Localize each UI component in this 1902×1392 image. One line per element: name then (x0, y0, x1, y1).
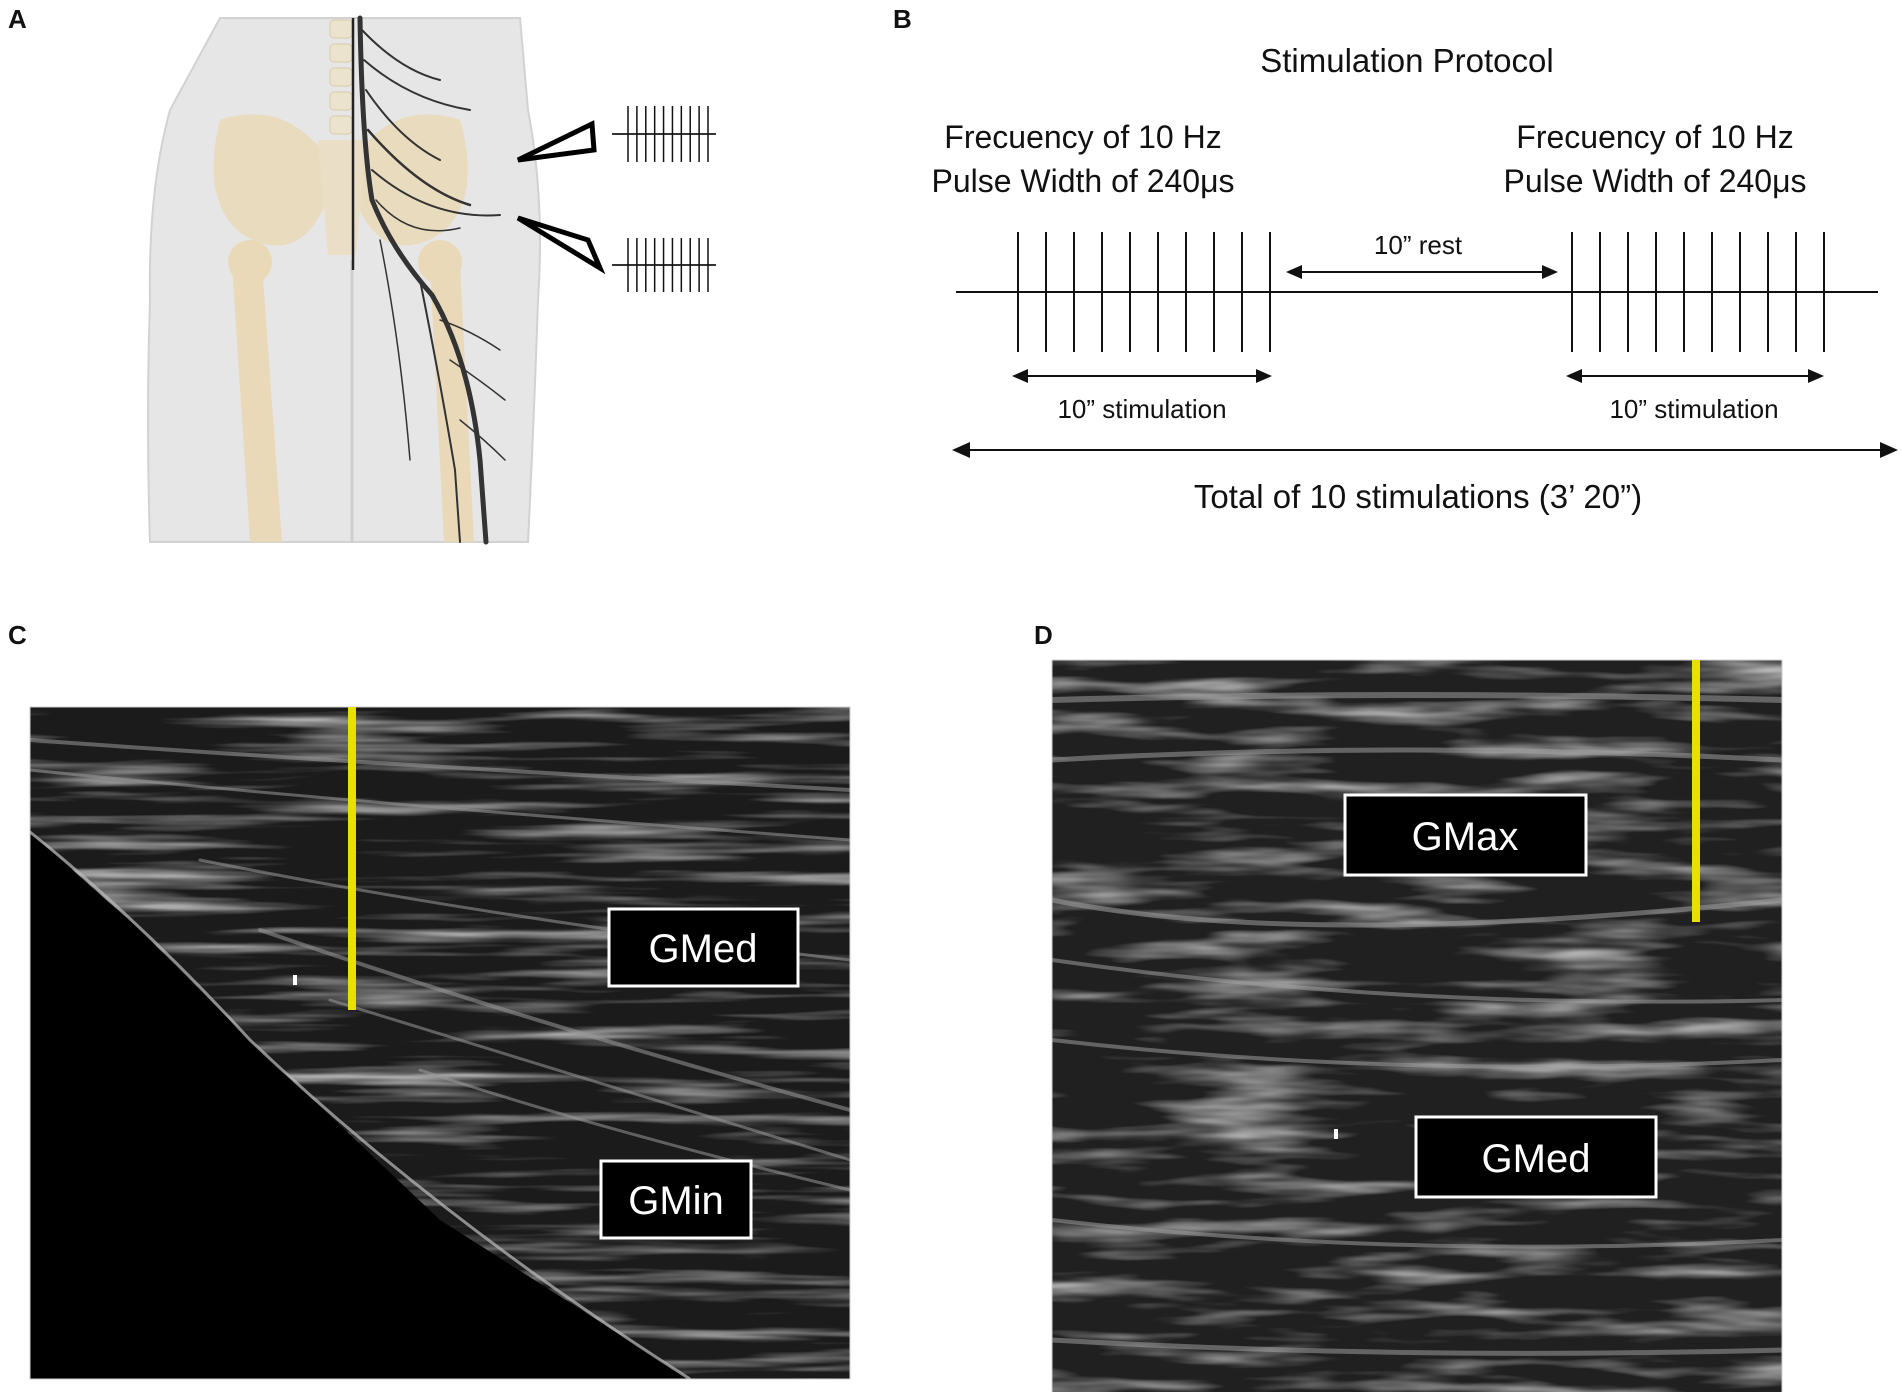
stim-label-right: 10” stimulation (1609, 394, 1778, 424)
label-gmin-c: GMin (599, 1159, 753, 1240)
panel-a: A (8, 4, 716, 545)
label-gmax-d: GMax (1343, 793, 1588, 877)
total-arrow (952, 442, 1898, 458)
label-gmed-c: GMed (607, 907, 800, 988)
panel-letter-a: A (8, 4, 27, 34)
pulse-train-lower (612, 238, 716, 292)
ultrasound-frame-c (29, 706, 851, 1380)
protocol-title: Stimulation Protocol (1260, 42, 1553, 79)
ultrasound-frame-d (1051, 659, 1783, 1392)
rest-arrow (1286, 265, 1558, 279)
svg-text:GMed: GMed (1482, 1137, 1591, 1181)
right-pulse-width-label: Pulse Width of 240μs (1503, 163, 1806, 199)
anatomy-illustration (147, 15, 542, 545)
panel-b: B Stimulation Protocol Frecuency of 10 H… (893, 4, 1898, 515)
svg-text:GMax: GMax (1412, 815, 1519, 859)
stimulation-train-left (1017, 232, 1271, 352)
total-label: Total of 10 stimulations (3’ 20”) (1194, 478, 1642, 515)
stim-label-left: 10” stimulation (1057, 394, 1226, 424)
femur-left (232, 265, 282, 542)
panel-letter-b: B (893, 4, 912, 34)
arrowhead-upper (516, 120, 597, 163)
panel-letter-c: C (8, 620, 27, 650)
right-frequency-label: Frecuency of 10 Hz (1516, 119, 1793, 155)
femur-right (430, 265, 474, 542)
left-pulse-width-label: Pulse Width of 240μs (931, 163, 1234, 199)
cursor-marker-c (293, 975, 297, 985)
left-frequency-label: Frecuency of 10 Hz (944, 119, 1221, 155)
pulse-train-upper (612, 106, 716, 162)
rest-label: 10” rest (1374, 230, 1463, 260)
ultrasound-image-c (30, 707, 850, 1379)
cursor-marker-d (1334, 1129, 1338, 1139)
ultrasound-image-d (1052, 660, 1782, 1392)
svg-text:GMed: GMed (649, 927, 758, 971)
stim-arrow-right (1566, 369, 1824, 383)
label-gmed-d: GMed (1414, 1115, 1658, 1199)
panel-d: D GMax GMed (1034, 620, 1783, 1392)
panel-c: C GMed GMin (8, 620, 851, 1380)
panel-letter-d: D (1034, 620, 1053, 650)
arrowhead-lower (516, 215, 606, 275)
nerves (357, 15, 506, 545)
spine (329, 19, 353, 135)
svg-text:GMin: GMin (628, 1179, 724, 1223)
stim-arrow-left (1012, 369, 1272, 383)
pelvis-left (213, 114, 329, 246)
stimulation-train-right (1571, 232, 1825, 352)
